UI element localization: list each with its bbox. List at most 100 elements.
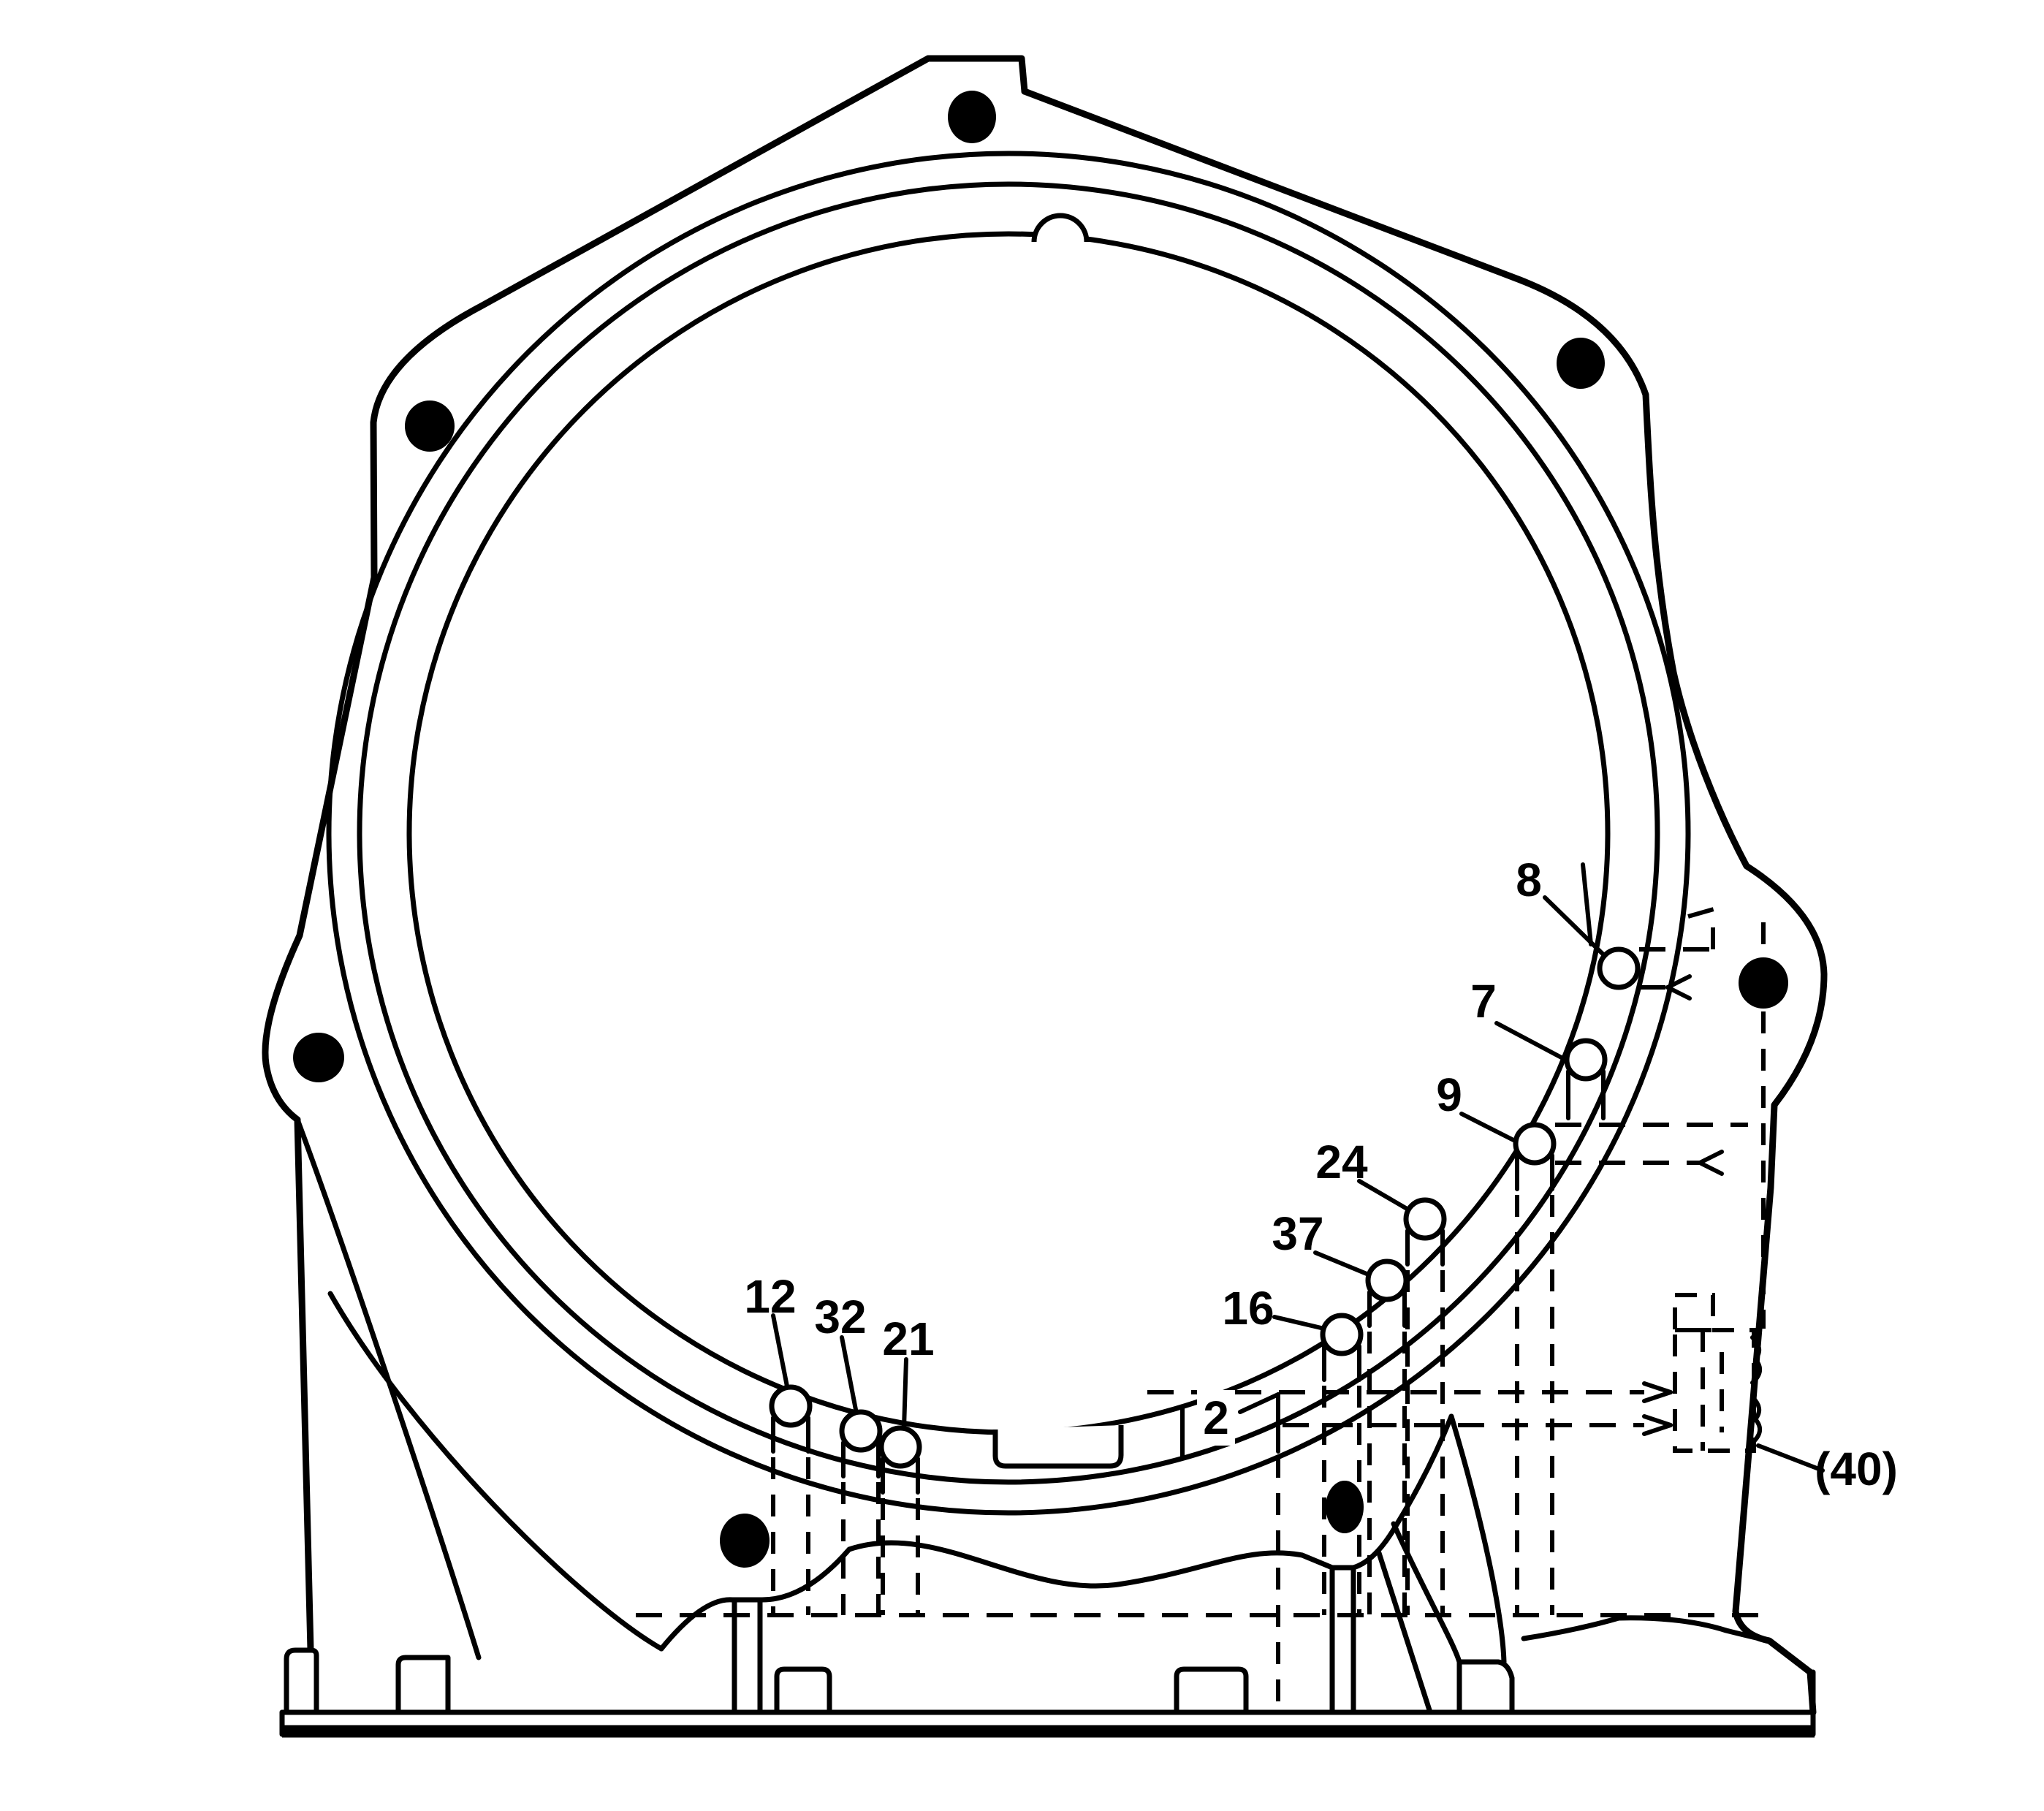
bolt-hole-7 <box>1564 1038 1608 1082</box>
outline-right <box>1021 88 1828 1716</box>
leader-line <box>1756 1443 1825 1473</box>
leader-line <box>1272 1315 1326 1331</box>
upper-left-bolt-dot <box>405 400 455 452</box>
right-rib-a <box>1376 1550 1433 1715</box>
support-columns <box>732 1567 1356 1715</box>
left-rib-inner <box>327 1291 664 1652</box>
base-rail <box>279 1567 1816 1738</box>
top-keyway-notch <box>1031 213 1090 243</box>
connector-40-brace-1 <box>1750 1395 1762 1445</box>
foot-pad-3 <box>774 1666 832 1715</box>
leader-line <box>902 1357 908 1430</box>
bottom-left-bolt-dot <box>720 1514 770 1568</box>
bolt-hole-21 <box>878 1425 922 1469</box>
dashed-line-arrowhead-3 <box>1698 1161 1724 1176</box>
flange-middle-circle <box>357 181 1660 1485</box>
right-rib-b <box>1391 1521 1462 1665</box>
leader-line <box>771 1313 790 1392</box>
dashed-line-arrowhead-7 <box>1642 1423 1673 1436</box>
right-inner-wall <box>1521 1615 1772 1644</box>
outline-left <box>262 55 1028 1653</box>
callout-12: 12 <box>739 1269 813 1615</box>
shank-dashed-pair <box>1322 1386 1361 1615</box>
left-rib-outer <box>295 1117 482 1660</box>
shank-dashed-pair <box>1515 1195 1554 1615</box>
leader-line <box>1313 1250 1372 1277</box>
shank-dashed-pair <box>1405 1270 1445 1615</box>
shank-dashed-pair <box>771 1457 810 1615</box>
label-backing <box>739 1269 802 1324</box>
bottom-rect-notch <box>992 1425 1124 1469</box>
callout-label-32: 32 <box>814 1291 866 1343</box>
callout-label-21: 21 <box>882 1313 934 1365</box>
bore-inner-circle <box>406 231 1611 1435</box>
connector-40-top-box <box>1673 1293 1715 1332</box>
callout-32: 32 <box>809 1289 883 1615</box>
callout-label-8: 8 <box>1516 854 1542 906</box>
callout-label-40: (40) <box>1815 1443 1898 1495</box>
callout-16: 16 <box>1217 1280 1364 1615</box>
callout-label-16: 16 <box>1222 1282 1274 1334</box>
callout-label-9: 9 <box>1436 1068 1462 1121</box>
label-backing <box>1464 973 1502 1029</box>
connector-40-box <box>1673 1328 1756 1453</box>
right-bolt-dot <box>1739 957 1788 1009</box>
bolt-hole-12 <box>769 1384 813 1428</box>
top-center-bolt-dot <box>948 91 996 143</box>
shank-dashed-pair <box>881 1498 920 1615</box>
housing-outline <box>262 55 1828 1716</box>
connector-40-symbol <box>1673 1293 1762 1453</box>
dashed-line-arrowhead-1 <box>1665 985 1692 1001</box>
bolt-hole-37 <box>1365 1258 1409 1302</box>
callout-40: (40) <box>1756 1441 1912 1497</box>
left-bolt-dot <box>293 1033 344 1082</box>
flange-outer-circle <box>326 151 1691 1516</box>
callout-7: 7 <box>1464 973 1608 1120</box>
leader-line <box>1494 1021 1570 1063</box>
label-backing <box>1217 1280 1280 1336</box>
bottom-web-contour <box>658 1413 1454 1652</box>
callout-24: 24 <box>1310 1134 1447 1615</box>
callout-8: 8 <box>1510 852 1641 990</box>
shank-dashed-pair <box>1367 1332 1407 1615</box>
right-rib-c <box>1448 1413 1507 1665</box>
label-backing <box>1510 852 1548 908</box>
callout-label-37: 37 <box>1272 1207 1323 1260</box>
bolt-hole-16 <box>1320 1313 1364 1356</box>
leader-line <box>1543 895 1607 958</box>
callout-2: 2 <box>1197 1390 1280 1454</box>
leader-line <box>1357 1179 1410 1212</box>
callout-21: 21 <box>877 1311 940 1615</box>
upper-right-bolt-dot <box>1557 338 1605 389</box>
dashed-line-arrowhead-6 <box>1642 1414 1673 1427</box>
bolt-hole-9 <box>1513 1122 1557 1166</box>
flange-step-line-right <box>1581 862 1593 946</box>
bolt-dots <box>293 91 1788 1568</box>
dashed-line-arrowhead-5 <box>1642 1390 1673 1403</box>
leader-line <box>840 1335 859 1416</box>
connector-40-brace-0 <box>1750 1335 1762 1385</box>
callout-37: 37 <box>1266 1206 1409 1615</box>
dashed-line-arrowhead-4 <box>1642 1381 1673 1394</box>
callout-label-24: 24 <box>1315 1136 1368 1188</box>
callout-label-2: 2 <box>1203 1392 1229 1444</box>
bolt-hole-32 <box>839 1409 883 1453</box>
leader-line <box>1459 1112 1520 1144</box>
bottom-right-bolt-dot <box>1326 1481 1364 1533</box>
foot-pad-1 <box>284 1647 319 1715</box>
callout-label-12: 12 <box>744 1270 796 1323</box>
bolt8-dashed-slant <box>1687 906 1720 919</box>
housing-ribs <box>295 1117 1772 1715</box>
label-backing <box>877 1311 940 1367</box>
callout-label-7: 7 <box>1470 975 1497 1028</box>
dashed-line-arrowhead-2 <box>1698 1150 1724 1165</box>
hidden-dashed-lines <box>636 906 1766 1709</box>
label-backing <box>1197 1390 1235 1446</box>
bore-circles <box>326 151 1691 1516</box>
bolt-hole-24 <box>1403 1197 1447 1241</box>
leader-bracket-0 <box>1238 1392 1280 1414</box>
foot-pad-4 <box>1174 1666 1249 1715</box>
bolt-hole-8 <box>1597 946 1641 990</box>
